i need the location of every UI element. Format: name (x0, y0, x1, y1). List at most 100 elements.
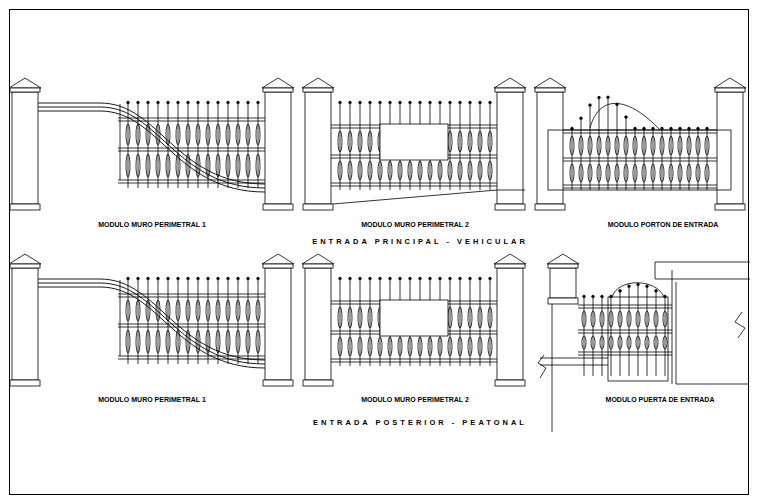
fence-picket (707, 130, 708, 190)
building-roof (655, 279, 750, 280)
picket-ornament (448, 161, 452, 180)
fence-rail (563, 185, 717, 186)
picket-ornament (624, 164, 628, 182)
pillar-shaft (550, 268, 576, 298)
fence-picket (248, 104, 249, 188)
picket-ornament (478, 131, 482, 152)
fence-picket (370, 280, 371, 366)
fence-picket (198, 104, 199, 188)
fence-picket (138, 104, 139, 188)
fence-rail (563, 158, 717, 159)
picket-finial (399, 101, 402, 104)
picket-finial (389, 277, 392, 280)
wall-curve (38, 103, 265, 184)
picket-ornament (651, 136, 655, 155)
picket-finial (177, 101, 180, 104)
fence-picket (148, 104, 149, 188)
picket-ornament (600, 336, 604, 349)
picket-ornament (226, 154, 230, 177)
picket-finial (459, 277, 462, 280)
picket-finial (247, 101, 250, 104)
picket-ornament (458, 337, 462, 356)
fence-picket (168, 104, 169, 188)
picket-ornament (582, 336, 586, 349)
picket-ornament (468, 161, 472, 180)
pillar-cap (9, 78, 41, 88)
picket-finial (409, 101, 412, 104)
fence-post (120, 280, 121, 356)
picket-ornament (246, 154, 250, 177)
fence-picket (638, 286, 639, 376)
fence-picket (490, 104, 491, 190)
picket-ornament (618, 336, 622, 349)
fence-picket (350, 104, 351, 190)
picket-finial (409, 277, 412, 280)
pillar-base (10, 380, 40, 386)
picket-ornament (348, 337, 352, 356)
fence-picket (168, 280, 169, 364)
fence-picket (490, 280, 491, 366)
picket-finial (157, 101, 160, 104)
gate-frame (548, 130, 731, 190)
fence-picket (671, 130, 672, 190)
fence-picket (608, 99, 609, 190)
picket-ornament (478, 307, 482, 328)
fence-picket (238, 104, 239, 188)
pillar-base (10, 204, 40, 210)
ground-line (540, 358, 608, 359)
pillar-shaft (717, 92, 743, 204)
pillar-cap (547, 254, 579, 264)
picket-finial (598, 96, 601, 99)
picket-ornament (696, 164, 700, 182)
fence-picket (572, 130, 573, 190)
picket-ornament (126, 300, 130, 321)
picket-finial (197, 101, 200, 104)
name-plaque (380, 300, 448, 336)
picket-finial (429, 101, 432, 104)
picket-finial (389, 101, 392, 104)
picket-ornament (398, 161, 402, 180)
picket-ornament (408, 161, 412, 180)
picket-ornament (196, 300, 200, 321)
picket-ornament (338, 131, 342, 152)
fence-rail (563, 133, 717, 134)
picket-ornament (206, 300, 210, 321)
picket-ornament (597, 136, 601, 155)
picket-finial (339, 277, 342, 280)
picket-finial (227, 277, 230, 280)
picket-ornament (609, 311, 613, 327)
picket-finial (369, 101, 372, 104)
picket-finial (137, 101, 140, 104)
fence-picket (626, 119, 627, 190)
picket-ornament (176, 300, 180, 321)
picket-ornament (570, 136, 574, 155)
picket-ornament (136, 124, 140, 145)
picket-ornament (226, 300, 230, 321)
fence-picket (644, 130, 645, 190)
fence-rail (331, 362, 497, 363)
fence-picket (340, 104, 341, 190)
picket-finial (439, 101, 442, 104)
picket-ornament (633, 164, 637, 182)
picket-ornament (126, 154, 130, 177)
fence-picket (178, 280, 179, 364)
picket-ornament (478, 337, 482, 356)
picket-finial (571, 127, 574, 130)
fence-picket (360, 104, 361, 190)
fence-picket (698, 130, 699, 190)
picket-ornament (678, 136, 682, 155)
picket-finial (619, 290, 622, 293)
picket-finial (601, 295, 604, 298)
picket-ornament (156, 330, 160, 353)
picket-finial (607, 96, 610, 99)
picket-ornament (226, 330, 230, 353)
picket-finial (637, 283, 640, 286)
picket-ornament (256, 124, 260, 145)
picket-ornament (687, 136, 691, 155)
picket-ornament (246, 330, 250, 353)
fence-picket (599, 99, 600, 190)
pillar-cap-band (303, 88, 333, 92)
picket-ornament (468, 337, 472, 356)
name-plaque (380, 124, 448, 160)
picket-ornament (126, 330, 130, 353)
